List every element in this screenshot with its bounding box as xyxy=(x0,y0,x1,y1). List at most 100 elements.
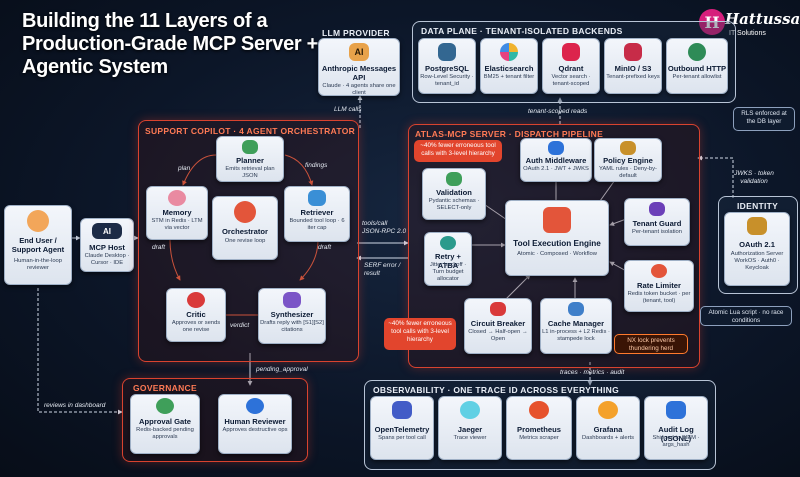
prometheus-card[interactable]: Prometheus Metrics scraper xyxy=(506,396,572,460)
tool-engine-sub: Atomic · Composed · Workflow xyxy=(517,251,597,257)
findings-label: findings xyxy=(305,162,328,169)
rate-limiter-card[interactable]: Rate Limiter Redis token bucket · per (t… xyxy=(624,260,694,312)
tenant-guard-card[interactable]: Tenant Guard Per-tenant isolation xyxy=(624,198,690,246)
draft-label-right: draft xyxy=(318,244,332,251)
jaeger-sub: Trace viewer xyxy=(453,435,487,441)
check-shield-icon xyxy=(156,398,174,414)
brand-mark-icon: H xyxy=(699,9,725,35)
mcp-host-card[interactable]: AI MCP Host Claude Desktop · Cursor · ID… xyxy=(80,218,134,272)
approval-gate-card[interactable]: Approval Gate Redis-backed pending appro… xyxy=(130,394,200,454)
synthesizer-card[interactable]: Synthesizer Drafts reply with [S1][S2] c… xyxy=(258,288,326,344)
retry-sub: Jitter backoff · Turn budget allocator xyxy=(429,262,467,282)
qdrant-icon xyxy=(562,43,580,61)
validation-card[interactable]: Validation Pydantic schemas · SELECT-onl… xyxy=(422,168,486,220)
minio-title: MinIO / S3 xyxy=(614,64,652,73)
elastic-icon xyxy=(500,43,518,61)
qdrant-title: Qdrant xyxy=(558,64,584,73)
llm-provider-title: LLM PROVIDER xyxy=(322,28,390,38)
end-user-card[interactable]: End User / Support Agent Human-in-the-lo… xyxy=(4,205,72,285)
mcp-host-sub: Claude Desktop · Cursor · IDE xyxy=(84,253,130,266)
identity-title: IDENTITY xyxy=(737,201,779,211)
rls-note: RLS enforced at the DB layer xyxy=(733,107,795,131)
human-sub: Approves destructive ops xyxy=(222,427,288,433)
human-reviewer-card[interactable]: Human Reviewer Approves destructive ops xyxy=(218,394,292,454)
outbound-card[interactable]: Outbound HTTP Per-tenant allowlist xyxy=(666,38,728,94)
retry-title: Retry + ATBA xyxy=(435,252,461,270)
mcp-host-title: MCP Host xyxy=(89,243,125,252)
guard-icon xyxy=(649,202,665,216)
otel-card[interactable]: OpenTelemetry Spans per tool call xyxy=(370,396,434,460)
audit-sub: Shipped to SIEM · args_hash xyxy=(652,435,700,448)
memory-sub: STM in Redis · LTM via vector xyxy=(151,218,203,231)
oauth-title: OAuth 2.1 xyxy=(739,240,775,249)
brand-name: Hattussa xyxy=(725,10,800,28)
outbound-sub: Per-tenant allowlist xyxy=(672,74,722,80)
orchestrator-card[interactable]: Orchestrator One revise loop xyxy=(212,196,278,260)
serf-label: SERF error / result xyxy=(364,262,401,277)
scales-icon xyxy=(620,141,636,155)
jaeger-icon xyxy=(460,401,480,419)
qdrant-sub: Vector search · tenant-scoped xyxy=(551,74,591,87)
checklist-icon xyxy=(446,172,462,186)
cache-title: Cache Manager xyxy=(547,319,605,328)
circuit-icon xyxy=(490,302,506,316)
brand-logo: H Hattussa IT Solutions xyxy=(695,6,800,44)
elastic-card[interactable]: Elasticsearch BM25 + tenant filter xyxy=(480,38,538,94)
headset-user-icon xyxy=(27,210,49,232)
ai-vscode-icon: AI xyxy=(92,223,122,239)
approval-title: Approval Gate xyxy=(139,417,191,426)
traces-label: traces · metrics · audit xyxy=(560,369,625,376)
retriever-card[interactable]: Retriever Bounded tool loop · 6 iter cap xyxy=(284,186,350,242)
minio-icon xyxy=(624,43,642,61)
audit-title: Audit Log (JSONL) xyxy=(658,425,694,443)
end-user-sub: Human-in-the-loop reviewer xyxy=(13,258,62,271)
planner-card[interactable]: Planner Emits retrieval plan JSON xyxy=(216,136,284,182)
key-icon xyxy=(747,217,767,235)
jaeger-card[interactable]: Jaeger Trace viewer xyxy=(438,396,502,460)
grafana-title: Grafana xyxy=(593,425,623,434)
gear-icon xyxy=(234,201,256,223)
edge-findings xyxy=(284,154,314,186)
grafana-icon xyxy=(598,401,618,419)
atlas-server-title: ATLAS-MCP SERVER · DISPATCH PIPELINE xyxy=(415,129,604,139)
lock-icon xyxy=(548,141,564,155)
retry-card[interactable]: Retry + ATBA Jitter backoff · Turn budge… xyxy=(424,232,472,286)
critic-card[interactable]: Critic Approves or sends one revise xyxy=(166,288,226,342)
database-icon xyxy=(568,302,584,316)
orchestrator-sub: One revise loop xyxy=(224,238,266,244)
qdrant-card[interactable]: Qdrant Vector search · tenant-scoped xyxy=(542,38,600,94)
reviews-label: reviews in dashboard xyxy=(44,402,106,409)
flame-icon xyxy=(529,401,549,419)
verdict-label: verdict xyxy=(230,322,250,329)
minio-card[interactable]: MinIO / S3 Tenant-prefixed keys xyxy=(604,38,662,94)
otel-sub: Spans per tool call xyxy=(378,435,426,441)
postgres-card[interactable]: PostgreSQL Row-Level Security · tenant_i… xyxy=(418,38,476,94)
edit-pen-icon xyxy=(283,292,301,308)
memory-card[interactable]: Memory STM in Redis · LTM via vector xyxy=(146,186,208,240)
tool-engine-card[interactable]: Tool Execution Engine Atomic · Composed … xyxy=(505,200,609,276)
policy-card[interactable]: Policy Engine YAML rules · Deny-by-defau… xyxy=(594,138,662,182)
data-plane-title: DATA PLANE · TENANT-ISOLATED BACKENDS xyxy=(421,26,623,36)
oauth-card[interactable]: OAuth 2.1 Authorization Server WorkOS · … xyxy=(724,212,790,286)
anthropic-title: Anthropic Messages API xyxy=(321,64,397,82)
support-copilot-title: SUPPORT COPILOT · 4 AGENT ORCHESTRATOR xyxy=(145,126,356,136)
anthropic-icon: AI xyxy=(349,43,369,61)
layers-stack-icon xyxy=(543,207,571,233)
critic-title: Critic xyxy=(186,310,206,319)
fewer-errors-note-bottom: ~40% fewer erroneous tool calls with 3-l… xyxy=(384,318,456,350)
brand-tagline: IT Solutions xyxy=(729,30,766,37)
audit-log-card[interactable]: Audit Log (JSONL) Shipped to SIEM · args… xyxy=(644,396,708,460)
postgres-sub: Row-Level Security · tenant_id xyxy=(420,74,474,87)
anthropic-card[interactable]: AI Anthropic Messages API Claude · 4 age… xyxy=(318,38,400,96)
validation-sub: Pydantic schemas · SELECT-only xyxy=(428,198,480,211)
edge-reviews xyxy=(37,288,123,415)
auth-card[interactable]: Auth Middleware OAuth 2.1 · JWT + JWKS xyxy=(520,138,592,182)
clipboard-icon xyxy=(242,140,258,154)
end-user-title: End User / Support Agent xyxy=(11,236,65,254)
elastic-title: Elasticsearch xyxy=(484,64,534,73)
cache-manager-card[interactable]: Cache Manager L1 in-process + L2 Redis ·… xyxy=(540,298,612,354)
brain-icon xyxy=(168,190,186,206)
tool-engine-title: Tool Execution Engine xyxy=(513,239,601,248)
circuit-breaker-card[interactable]: Circuit Breaker Closed → Half-open → Ope… xyxy=(464,298,532,354)
grafana-card[interactable]: Grafana Dashboards + alerts xyxy=(576,396,640,460)
